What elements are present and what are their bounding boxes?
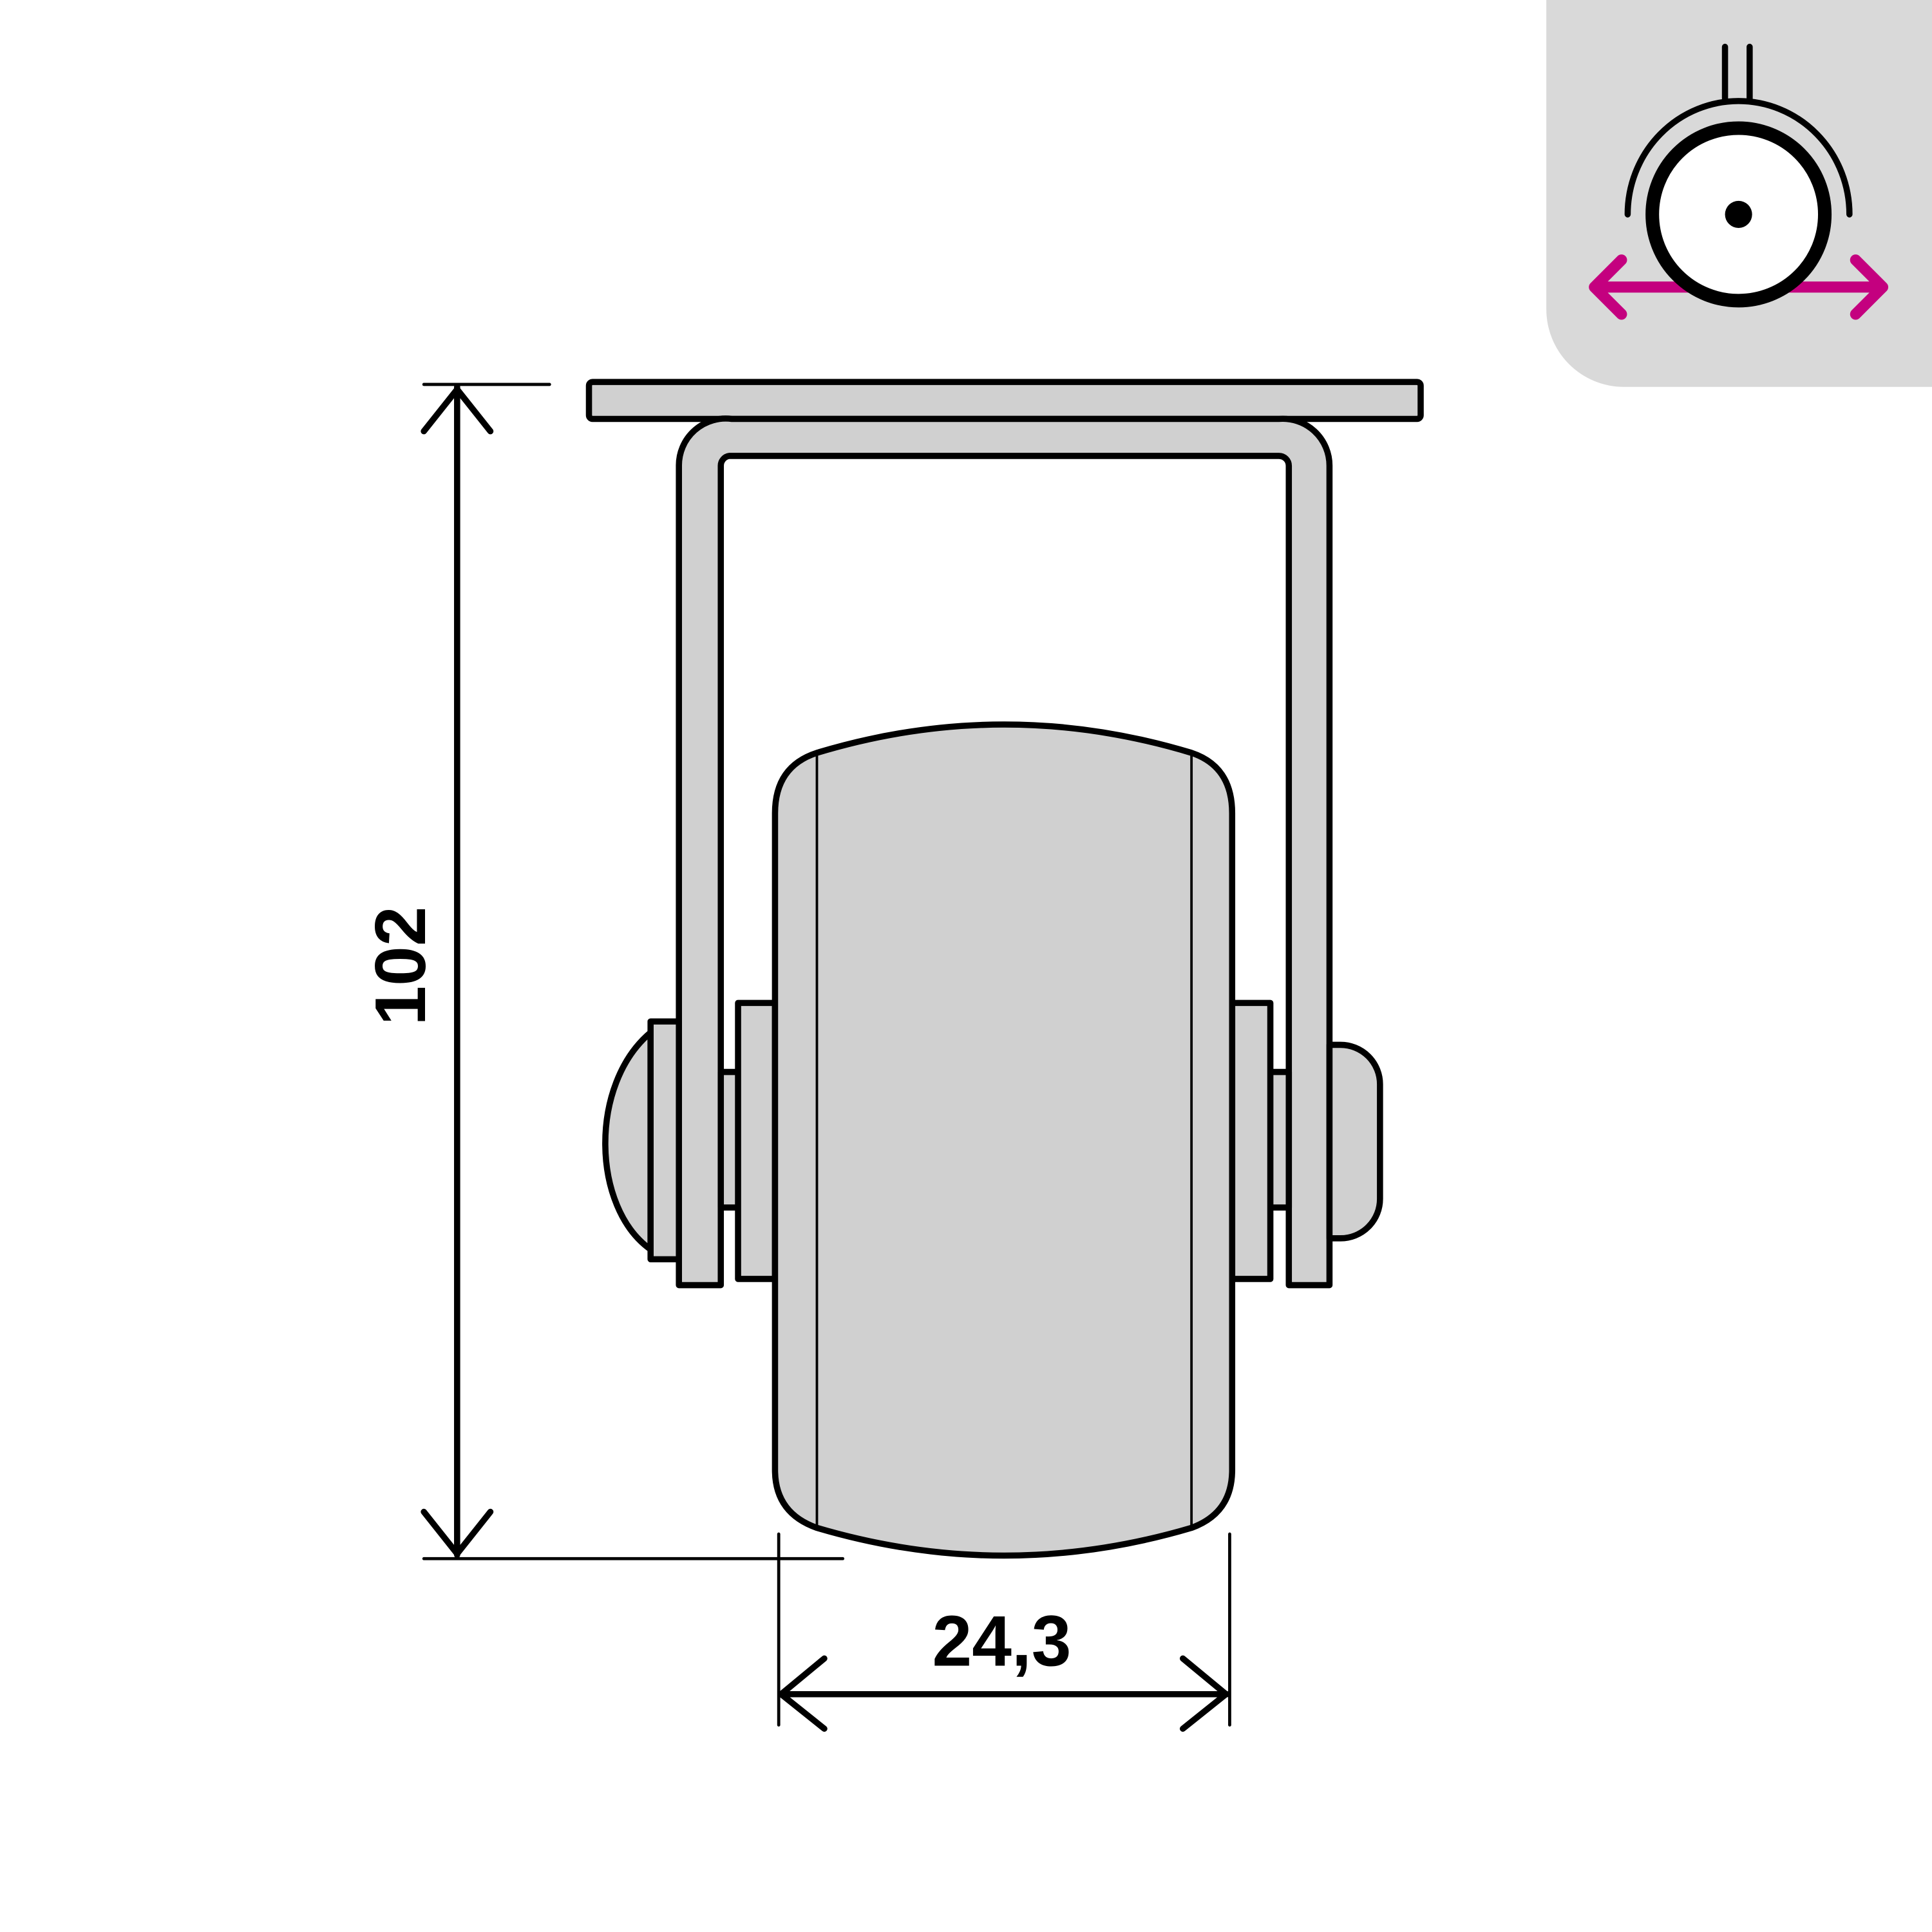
width-dimension: 24,3 bbox=[777, 1532, 1231, 1732]
hub-right bbox=[1229, 999, 1274, 1282]
axle-cap-right bbox=[1326, 1041, 1383, 1242]
height-dimension: 102 bbox=[361, 383, 845, 1560]
top-plate bbox=[585, 379, 1424, 422]
movement-badge bbox=[1546, 0, 1932, 387]
width-label: 24,3 bbox=[933, 1602, 1072, 1681]
axle-nut-left bbox=[602, 1018, 682, 1263]
wheel bbox=[772, 721, 1236, 1559]
height-label: 102 bbox=[361, 906, 440, 1025]
castor-fork bbox=[676, 415, 1333, 1289]
hub-left bbox=[735, 999, 779, 1282]
fixed-castor-movement-icon bbox=[1589, 43, 1889, 320]
